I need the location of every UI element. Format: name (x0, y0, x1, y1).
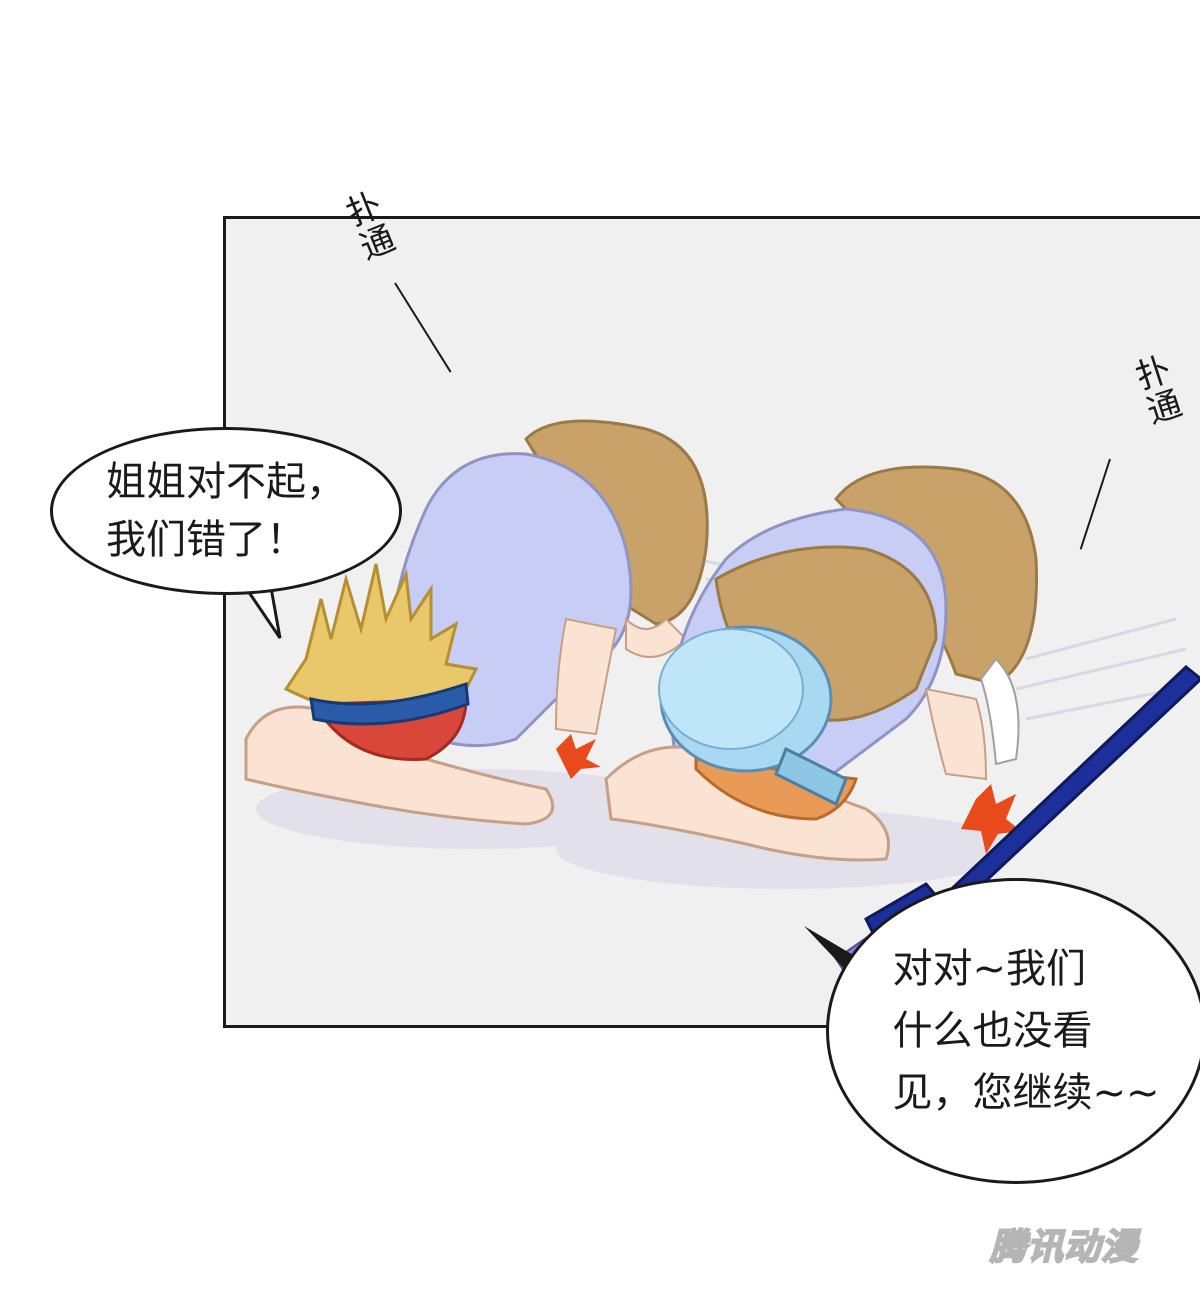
speech-bubble-right: 对对~我们 什么也没看 见，您继续~~ (826, 878, 1200, 1184)
speech-bubble-right-text: 对对~我们 什么也没看 见，您继续~~ (892, 946, 1160, 1116)
comic-panel (223, 216, 1200, 1028)
panel-illustration (244, 419, 1200, 976)
right-boy-figure (604, 465, 1038, 862)
speech-bubble-left-text: 姐姐对不起， 我们错了！ (106, 459, 346, 563)
publisher-watermark: 腾讯动漫 (989, 1226, 1139, 1269)
left-boy-figure (244, 419, 709, 826)
speech-bubble-left: 姐姐对不起， 我们错了！ (50, 427, 402, 595)
